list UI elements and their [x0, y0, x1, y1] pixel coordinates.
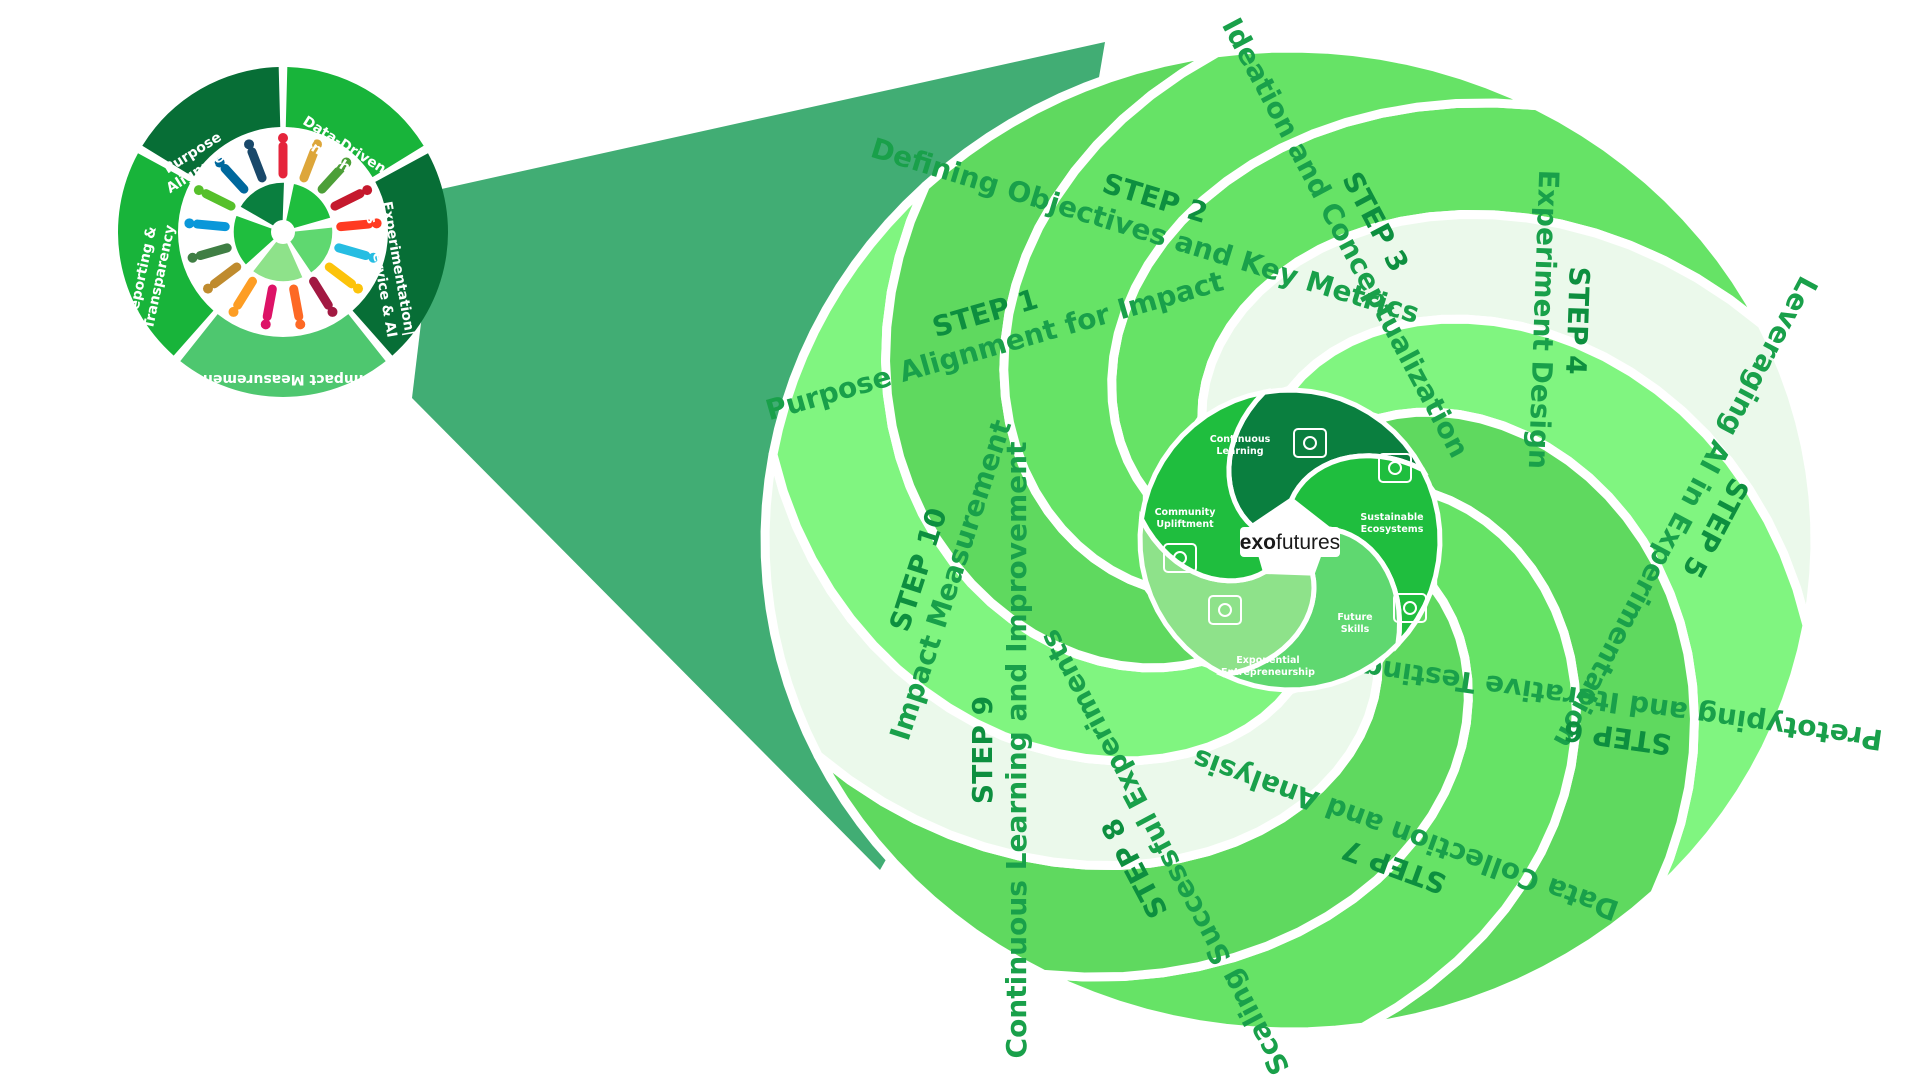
overview-ring-segment-4 — [180, 314, 386, 397]
step-blade-10 — [999, 43, 1541, 591]
sdg-figure — [324, 262, 357, 289]
svg-text:exofutures: exofutures — [1240, 531, 1340, 554]
inner-label-line2: Upliftment — [1156, 519, 1214, 530]
sdg-figure-head — [184, 218, 195, 229]
sdg-figure-head — [341, 157, 352, 168]
buildings-icon — [1378, 453, 1412, 483]
overview-ring-label-4: Impact Measurement — [196, 371, 364, 387]
sdg-figure-head — [202, 283, 213, 294]
step-number: STEP 9 — [966, 696, 999, 804]
sdg-figure — [220, 163, 249, 194]
overview-ring-segment-3 — [352, 153, 448, 356]
sdg-figure-head — [244, 139, 255, 150]
step-number: STEP 4 — [1559, 266, 1596, 375]
sdg-figure — [317, 163, 346, 194]
inner-wheel: ContinuousLearningSustainableEcosystemsF… — [1137, 387, 1443, 693]
sdg-figure-head — [311, 139, 322, 150]
sdg-figure-head — [295, 319, 306, 330]
ring-label-line1: Impact Measurement — [196, 371, 364, 387]
exofutures-logo: exofutures — [1240, 527, 1340, 557]
head-gears-icon — [1393, 593, 1427, 623]
sdg-figure-head — [193, 185, 204, 196]
sdg-figure-head — [368, 252, 379, 263]
rocket-icon — [1208, 595, 1242, 625]
sdg-figure — [195, 243, 232, 261]
sdg-figure — [336, 219, 374, 232]
sdg-figure-head — [228, 306, 239, 317]
sdg-figure-head — [214, 157, 225, 168]
sdg-figure — [209, 262, 242, 289]
sdg-figure-head — [362, 185, 373, 196]
overview-ring-segment-1 — [142, 67, 281, 178]
inner-label-line1: Future — [1337, 612, 1372, 623]
step-title: Continuous Learning and Improvement — [1000, 442, 1033, 1059]
inner-label-line1: Exponential — [1236, 655, 1299, 666]
process-swirl — [760, 43, 1820, 1037]
sdg-figure — [247, 147, 267, 183]
sdg-figure — [262, 284, 277, 322]
sdg-figure-head — [371, 218, 382, 229]
book-icon — [1293, 428, 1327, 458]
inner-label-line2: Skills — [1341, 624, 1370, 635]
overview-ring-segment-5 — [118, 153, 214, 356]
sdg-figure — [201, 189, 236, 211]
inner-label-line2: Entrepreneurship — [1221, 667, 1315, 678]
inner-label-line2: Learning — [1216, 446, 1263, 457]
sdg-figure-head — [278, 133, 288, 143]
inner-label-line2: Ecosystems — [1361, 524, 1424, 535]
sdg-figure-head — [327, 306, 338, 317]
sdg-figure — [330, 189, 365, 211]
people-icon — [1163, 543, 1197, 573]
inner-label-line1: Continuous — [1210, 434, 1271, 445]
sdg-figure — [233, 276, 257, 310]
sdg-figure-head — [260, 319, 271, 330]
logo-prefix: exo — [1240, 531, 1276, 554]
sdg-figure — [192, 219, 230, 232]
sdg-figure — [289, 284, 304, 322]
sdg-figure — [334, 243, 371, 261]
inner-label-line1: Sustainable — [1360, 512, 1423, 523]
inner-segment-5 — [1138, 388, 1272, 584]
sdg-figure-head — [353, 283, 364, 294]
sdg-figure-head — [187, 252, 198, 263]
inner-label-line1: Community — [1155, 507, 1217, 518]
sdg-figure — [309, 276, 333, 310]
mini-logo-disc — [271, 220, 295, 244]
sdg-figure — [299, 147, 319, 183]
logo-suffix: futures — [1276, 531, 1340, 554]
overview-ring-segment-2 — [285, 67, 424, 178]
